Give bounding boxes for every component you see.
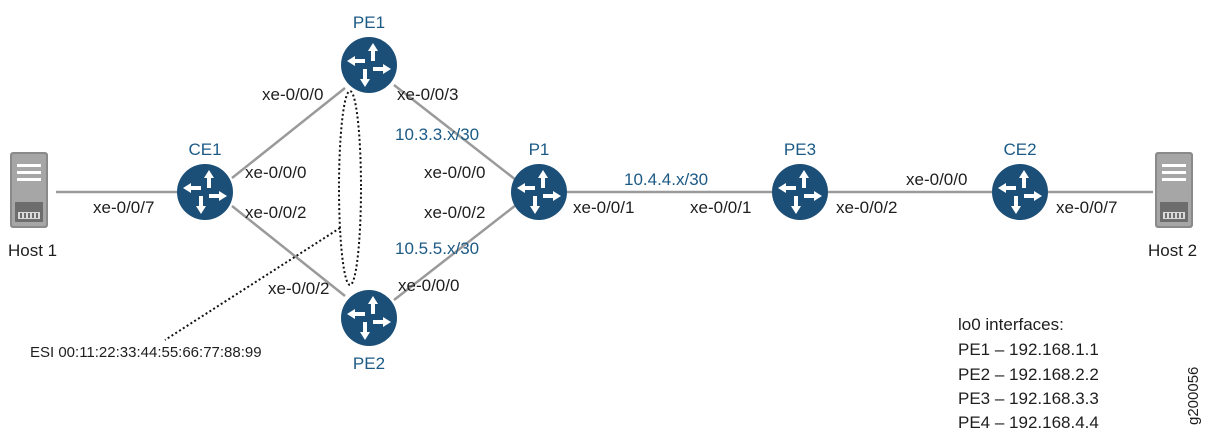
interface-label-p1-pe2: xe-0/0/2 — [424, 203, 485, 222]
loopback-entry: PE4 – 192.168.4.4 — [958, 413, 1099, 430]
interface-label-p1-pe1: xe-0/0/0 — [424, 163, 485, 182]
link-ce1-pe2 — [231, 205, 346, 297]
subnet-label-p1-pe3: 10.4.4.x/30 — [624, 170, 708, 189]
link-ce1-pe1 — [231, 87, 346, 179]
interface-label-ce1-pe2: xe-0/0/2 — [245, 203, 306, 222]
router-icon-pe2 — [341, 290, 397, 346]
server-icon — [1155, 152, 1193, 228]
router-label-pe2: PE2 — [353, 354, 385, 373]
router-icon-ce1 — [177, 164, 233, 220]
esi-ellipse — [338, 90, 362, 286]
router-label-ce2: CE2 — [1003, 140, 1036, 159]
esi-pointer-line — [164, 227, 341, 341]
loopback-entry: PE3 – 192.168.3.3 — [958, 389, 1099, 408]
loopback-title: lo0 interfaces: — [958, 315, 1064, 334]
interface-label-pe1-p1: xe-0/0/3 — [397, 85, 458, 104]
loopback-entry: PE2 – 192.168.2.2 — [958, 365, 1099, 384]
link-pe2-p1 — [393, 204, 517, 301]
router-icon-pe3 — [772, 164, 828, 220]
router-label-pe3: PE3 — [784, 140, 816, 159]
subnet-label-pe2-p1: 10.5.5.x/30 — [395, 239, 479, 258]
router-label-pe1: PE1 — [353, 13, 385, 32]
loopback-entry: PE1 – 192.168.1.1 — [958, 340, 1099, 359]
interface-label-ce2-host: xe-0/0/7 — [1056, 198, 1117, 217]
figure-id: g200056 — [1185, 367, 1202, 425]
interface-label-p1-pe3: xe-0/0/1 — [573, 198, 634, 217]
link-pe1-p1 — [393, 84, 517, 181]
router-icon-ce2 — [992, 164, 1048, 220]
interface-label-ce2-pe3: xe-0/0/0 — [906, 170, 967, 189]
server-icon — [10, 152, 48, 228]
interface-label-pe1-ce1: xe-0/0/0 — [262, 85, 323, 104]
host1-label: Host 1 — [8, 241, 57, 260]
interface-label-pe2-ce1: xe-0/0/2 — [268, 279, 329, 298]
interface-label-pe3-ce2: xe-0/0/2 — [836, 198, 897, 217]
host2-label: Host 2 — [1148, 241, 1197, 260]
interface-label-ce1-host: xe-0/0/7 — [93, 198, 154, 217]
router-label-p1: P1 — [529, 140, 550, 159]
interface-label-pe3-p1: xe-0/0/1 — [690, 198, 751, 217]
esi-label: ESI 00:11:22:33:44:55:66:77:88:99 — [30, 344, 262, 361]
interface-label-pe2-p1: xe-0/0/0 — [398, 276, 459, 295]
subnet-label-pe1-p1: 10.3.3.x/30 — [395, 125, 479, 144]
router-icon-p1 — [511, 164, 567, 220]
router-label-ce1: CE1 — [188, 140, 221, 159]
router-icon-pe1 — [341, 37, 397, 93]
interface-label-ce1-pe1: xe-0/0/0 — [245, 163, 306, 182]
